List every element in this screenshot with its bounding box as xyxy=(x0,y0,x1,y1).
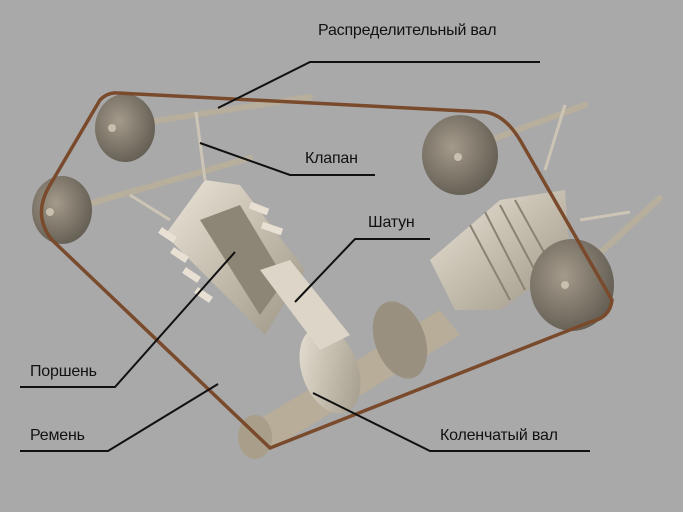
left-cylinder xyxy=(158,180,350,350)
label-connecting-rod: Шатун xyxy=(368,214,415,231)
label-valve: Клапан xyxy=(305,150,358,167)
label-piston: Поршень xyxy=(30,363,97,380)
label-belt: Ремень xyxy=(30,427,85,444)
valves xyxy=(129,104,631,222)
crankshaft xyxy=(238,301,460,459)
belt xyxy=(39,91,614,451)
label-camshaft: Распределительный вал xyxy=(318,22,497,39)
label-crankshaft: Коленчатый вал xyxy=(440,427,558,444)
leader-lines xyxy=(20,61,590,452)
